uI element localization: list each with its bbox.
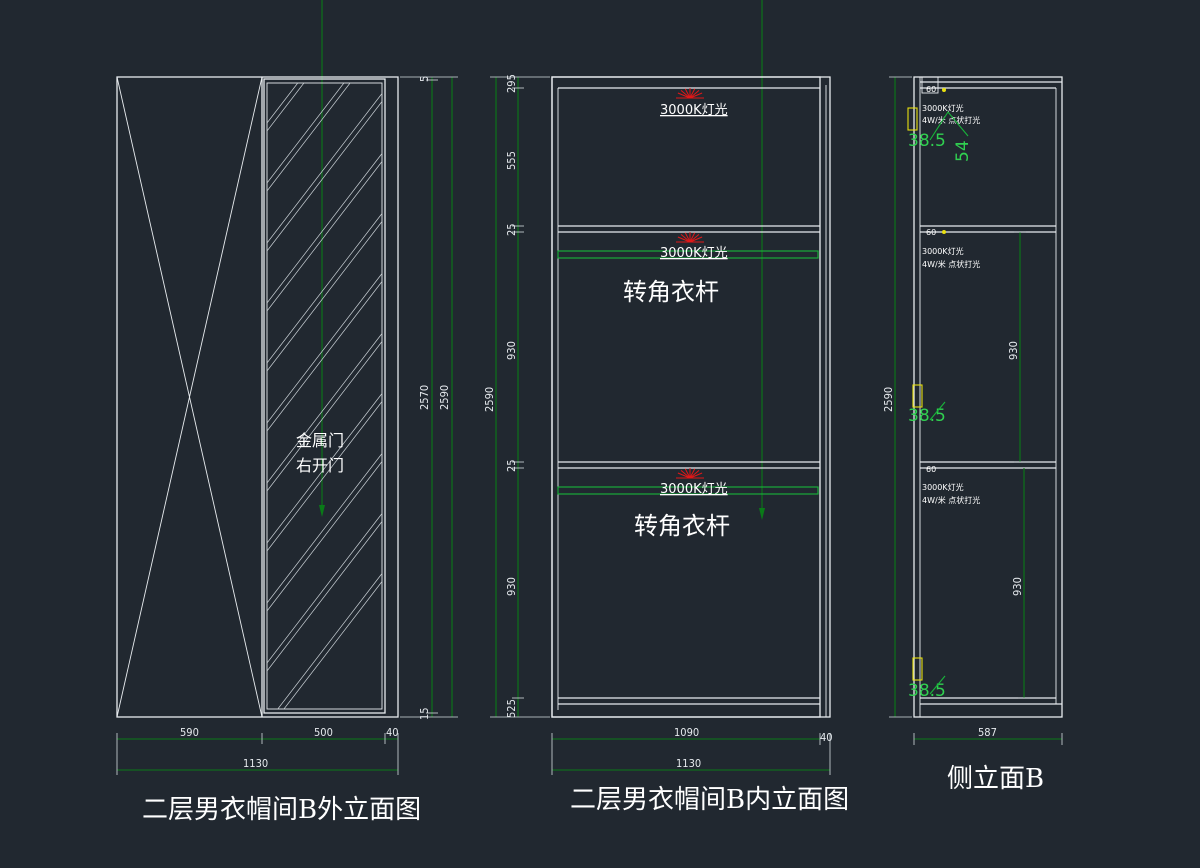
light-fixture-icon: [676, 88, 704, 99]
hatch-line: [266, 82, 345, 184]
glass-door-frame: [263, 78, 386, 714]
light-label: 3000K灯光: [660, 246, 728, 261]
dim-587: 587: [978, 726, 997, 739]
inner-body: [551, 76, 821, 718]
leader-line: [929, 401, 946, 421]
rod-label: 转角衣杆: [634, 512, 730, 540]
door-label-1: 金属门: [296, 431, 344, 450]
hatch-line: [266, 213, 383, 364]
light-box: [921, 76, 939, 94]
hanging-rod: [557, 486, 819, 495]
marker-icon: [912, 657, 923, 681]
dim-1090: 1090: [674, 726, 699, 739]
hatch-line: [266, 333, 383, 484]
small-label: 60: [926, 85, 936, 94]
note-line: 3000K灯光: [922, 482, 964, 492]
dim-295: 295: [505, 74, 518, 93]
outer-frame: [116, 76, 399, 718]
dim-500: 500: [314, 726, 333, 739]
hatch-line: [266, 461, 383, 612]
hatch-line: [266, 82, 305, 132]
dim-15: 15: [418, 707, 431, 720]
green-dim: 38.5: [908, 131, 946, 151]
hatch-line: [266, 101, 383, 252]
glass-hatch: [266, 82, 383, 710]
note-line: 4W/米 点状打光: [922, 115, 980, 125]
side-elevation: 60 60 60 3000K灯光 4W/米 点状打光 3000K灯光 4W/米 …: [882, 76, 1063, 794]
inner-frame: [551, 76, 831, 718]
note-line: 4W/米 点状打光: [922, 495, 980, 505]
dim-1130: 1130: [676, 757, 701, 770]
note-line: 3000K灯光: [922, 103, 964, 113]
hatch-line: [283, 581, 383, 710]
marker-icon: [907, 107, 918, 131]
door-label-2: 右开门: [296, 456, 344, 475]
light-fixture-icon: [676, 232, 704, 243]
dim-5: 5: [418, 76, 431, 82]
leader-line: [929, 675, 946, 695]
dim-25b: 25: [505, 459, 518, 472]
dim-930b: 930: [1011, 577, 1024, 596]
dim-1130: 1130: [243, 757, 268, 770]
dim-590: 590: [180, 726, 199, 739]
dim-2590: 2590: [483, 387, 496, 412]
light-dot-icon: [942, 230, 946, 234]
dim-930b: 930: [505, 577, 518, 596]
hanging-rod: [557, 250, 819, 259]
dim-2570: 2570: [418, 385, 431, 410]
hatch-line: [266, 161, 383, 312]
hatch-line: [266, 281, 383, 432]
dim-2590: 2590: [882, 387, 895, 412]
hatch-line: [266, 221, 383, 372]
dim-ticks: [490, 76, 550, 718]
side-frame: [913, 76, 1063, 718]
outer-cross-line: [116, 76, 263, 718]
leader-line: [929, 111, 969, 141]
rod-label: 转角衣杆: [623, 278, 719, 306]
hatch-line: [266, 93, 383, 244]
hatch-line: [266, 513, 383, 664]
green-dim: 54: [953, 140, 973, 162]
green-dim: 38.5: [908, 406, 946, 426]
outer-title: 二层男衣帽间B外立面图: [142, 795, 421, 825]
hatch-line: [266, 82, 299, 124]
dim-930: 930: [505, 341, 518, 360]
note-line: 3000K灯光: [922, 246, 964, 256]
outer-elevation: 金属门 右开门 590 500 40 1130 5 2570 2590 15 二…: [116, 76, 458, 825]
light-dot-icon: [942, 88, 946, 92]
hatch-line: [266, 153, 383, 304]
side-title: 侧立面B: [947, 764, 1044, 794]
hatch-line: [266, 341, 383, 492]
small-label: 60: [926, 228, 936, 237]
hatch-line: [277, 573, 383, 710]
dim-930: 930: [1007, 341, 1020, 360]
dim-525: 525: [505, 699, 518, 718]
inner-title: 二层男衣帽间B内立面图: [570, 785, 849, 815]
small-label: 60: [926, 465, 936, 474]
inner-elevation: 3000K灯光 3000K灯光 3000K灯光 转角衣杆 转角衣杆 295 55…: [483, 74, 849, 815]
dim-25: 25: [505, 223, 518, 236]
light-label: 3000K灯光: [660, 103, 728, 118]
hatch-line: [266, 273, 383, 424]
note-line: 4W/米 点状打光: [922, 259, 980, 269]
guide-arrow: [759, 508, 765, 520]
dim-40: 40: [386, 726, 399, 739]
hatch-line: [266, 82, 351, 192]
dim-555: 555: [505, 151, 518, 170]
marker-icon: [912, 384, 923, 408]
dim-2590: 2590: [438, 385, 451, 410]
guide-arrow: [319, 505, 325, 517]
glass-door-inner: [266, 82, 383, 710]
hatch-line: [266, 453, 383, 604]
light-label: 3000K灯光: [660, 482, 728, 497]
dim-40: 40: [820, 731, 833, 744]
hatch-line: [266, 393, 383, 544]
hatch-line: [266, 521, 383, 672]
green-dim: 38.5: [908, 681, 946, 701]
hatch-line: [266, 401, 383, 552]
light-fixture-icon: [676, 468, 704, 479]
